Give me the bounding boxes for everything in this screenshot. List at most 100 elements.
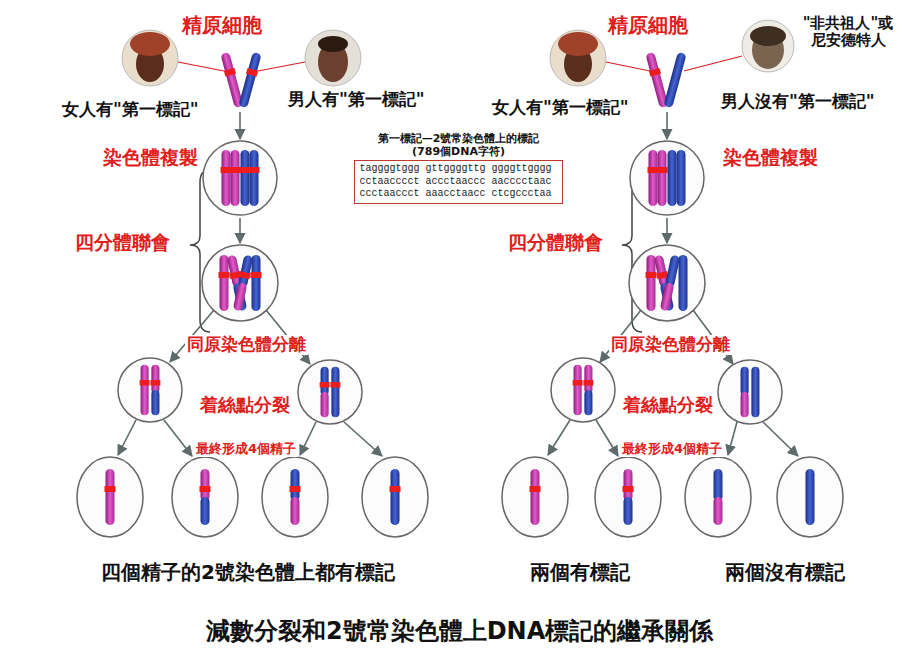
diagram-label: 四分體聯會 — [508, 232, 603, 254]
art-use — [320, 382, 330, 387]
art-use — [391, 469, 400, 525]
art-g — [77, 141, 843, 537]
diagram-label: 四個精子的2號染色體上都有標記 — [101, 561, 395, 584]
art-ellipse — [750, 26, 786, 46]
art-use — [151, 365, 159, 415]
art-g — [219, 254, 262, 311]
diagram-label: 着絲點分裂 — [198, 395, 292, 416]
art-use — [660, 255, 680, 312]
diagram-label: 着絲點分裂 — [621, 395, 715, 416]
art-ellipse — [172, 457, 238, 537]
art-g — [623, 469, 634, 525]
art-g — [105, 469, 116, 525]
art-use — [751, 367, 759, 417]
art-circle — [718, 360, 782, 424]
art-circle — [118, 358, 182, 422]
art-circle — [298, 360, 362, 424]
art-ellipse — [502, 457, 568, 537]
art-line — [728, 422, 737, 455]
art-use — [668, 150, 677, 206]
diagram-label: 兩個有標記 — [530, 561, 630, 584]
art-use — [677, 150, 686, 206]
diagram-label: 最終形成4個精子 — [620, 442, 724, 457]
art-use — [714, 469, 723, 525]
art-circle — [630, 141, 704, 215]
diagram-title: 減數分裂和2號常染色體上DNA標記的繼承關係 — [206, 618, 713, 646]
dna-sequence: taggggtggg gttggggttg ggggttgggg cctaacc… — [354, 160, 562, 204]
diagram-label: "非共祖人"或 尼安德特人 — [801, 15, 895, 50]
art-use — [679, 255, 688, 311]
art-circle — [551, 358, 615, 422]
art-g — [530, 469, 541, 525]
art-use — [531, 469, 540, 525]
box-heading: 第一標記—2號常染色體上的標記 (789個DNA字符) — [374, 132, 544, 158]
art-use — [649, 150, 658, 206]
art-g — [663, 52, 686, 108]
diagram-label: 男人有"第一標記" — [288, 90, 425, 110]
art-use — [649, 68, 661, 77]
art-use — [806, 469, 815, 525]
art-circle — [305, 30, 361, 86]
art-g — [648, 150, 686, 206]
art-use — [663, 52, 686, 108]
art-line — [596, 420, 618, 456]
diagram-label: 兩個沒有標記 — [725, 561, 845, 584]
art-ellipse — [558, 32, 598, 56]
art-use — [623, 486, 634, 492]
art-use — [647, 255, 656, 311]
art-use — [741, 367, 749, 417]
art-ellipse — [77, 457, 143, 537]
art-line — [239, 112, 241, 139]
art-use — [233, 255, 253, 312]
art-g — [200, 469, 211, 525]
art-use — [224, 68, 236, 77]
art-g — [390, 469, 401, 525]
art-ellipse — [130, 32, 170, 56]
art-g — [646, 254, 688, 311]
art-g — [221, 150, 260, 206]
art-line — [118, 420, 136, 455]
art-line — [606, 62, 650, 71]
art-g — [118, 112, 798, 456]
diagram-label: 同原染色體分離 — [609, 335, 732, 355]
art-line — [344, 422, 382, 456]
diagram-label: 四分體聯會 — [75, 232, 170, 254]
sequence-box: 第一標記—2號常染色體上的標記 (789個DNA字符)taggggtggg gt… — [351, 132, 566, 204]
art-use — [646, 272, 657, 278]
art-use — [201, 469, 210, 525]
art-use — [624, 469, 633, 525]
art-use — [200, 486, 211, 492]
art-use — [658, 150, 667, 206]
art-use — [252, 255, 261, 311]
art-line — [666, 112, 668, 139]
art-ellipse — [318, 36, 348, 52]
art-ellipse — [685, 457, 751, 537]
art-use — [657, 167, 668, 173]
diagram-label: 女人有"第一標記" — [492, 98, 629, 118]
art-g — [140, 365, 161, 415]
art-use — [573, 380, 583, 385]
art-line — [684, 56, 742, 71]
art-use — [140, 380, 150, 385]
art-circle — [122, 30, 178, 86]
art-line — [300, 422, 316, 455]
art-line — [763, 422, 798, 456]
art-use — [141, 365, 149, 415]
art-use — [222, 150, 231, 206]
diagram-label: 染色體複製 — [103, 147, 198, 169]
art-use — [291, 469, 300, 525]
art-use — [390, 486, 401, 492]
art-ellipse — [777, 457, 843, 537]
art-g — [237, 52, 262, 109]
art-use — [250, 150, 259, 206]
art-use — [331, 367, 339, 417]
art-circle — [550, 30, 606, 86]
diagram-label: 精原細胞 — [182, 14, 262, 37]
art-use — [246, 68, 258, 77]
art-use — [220, 255, 229, 311]
diagram-label: 精原細胞 — [608, 14, 688, 37]
art-use — [105, 486, 116, 492]
art-use — [583, 380, 593, 385]
art-ellipse — [362, 457, 428, 537]
diagram-label: 男人沒有"第一標記" — [721, 92, 875, 112]
